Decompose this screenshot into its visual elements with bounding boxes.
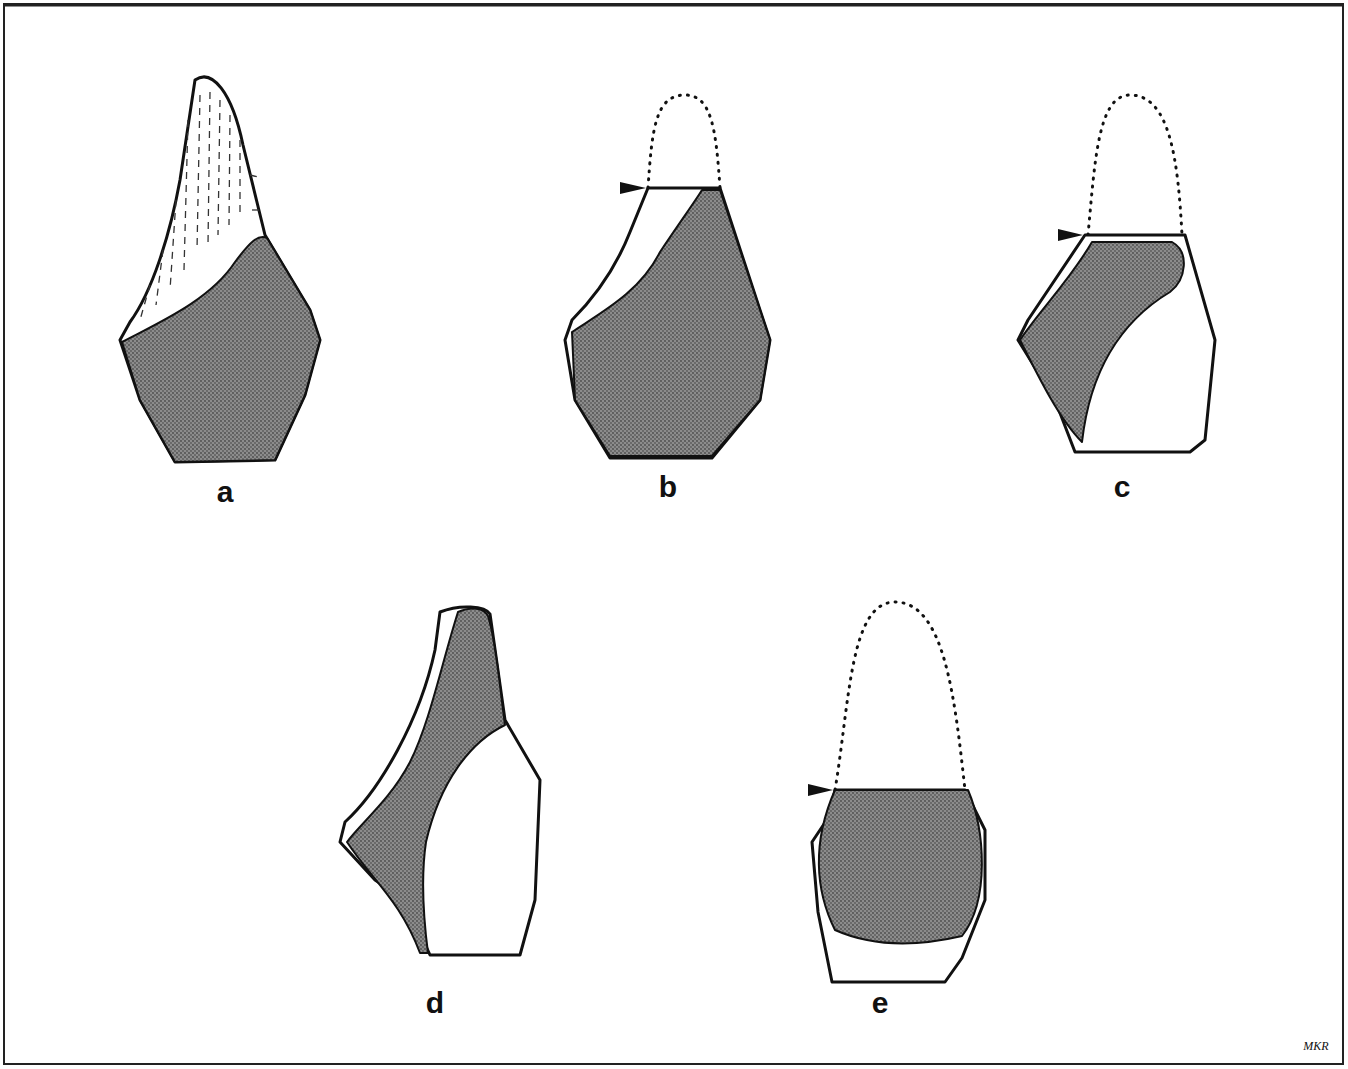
figure-letter: b — [659, 472, 677, 502]
artist-signature: MKR — [1303, 1040, 1328, 1052]
figure-letter: e — [872, 988, 889, 1018]
figure-letter: a — [217, 477, 234, 507]
figure-letter: d — [426, 988, 444, 1018]
tooth-b — [565, 95, 770, 458]
tooth-d — [340, 607, 540, 955]
tooth-e — [808, 602, 985, 982]
frame-top — [4, 4, 1343, 7]
frame — [4, 4, 1343, 1064]
figure-letter: c — [1114, 472, 1131, 502]
tooth-a — [120, 77, 320, 462]
tooth-c — [1018, 95, 1215, 452]
